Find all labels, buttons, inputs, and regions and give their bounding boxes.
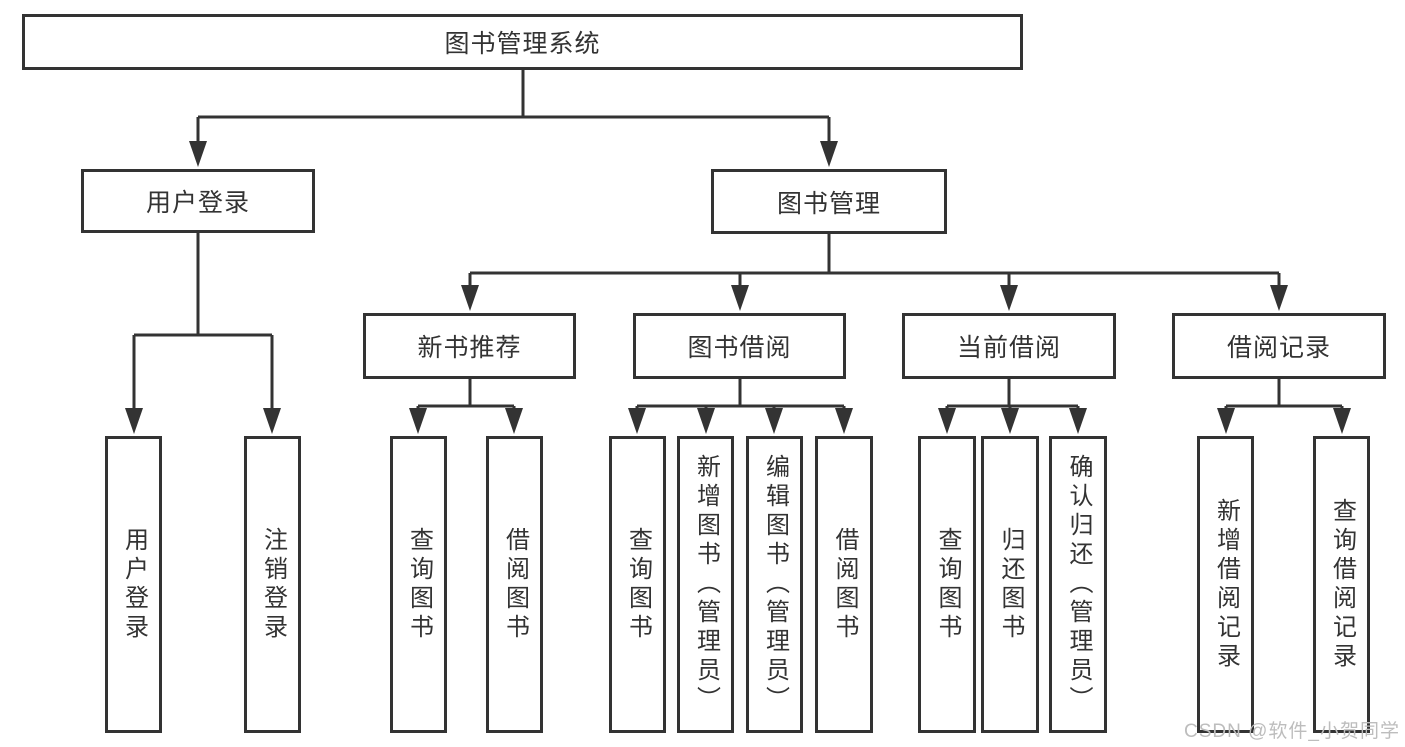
leaf-label: 查询图书 [934, 526, 961, 643]
edge-current-fork [945, 379, 1080, 410]
edge-records-fork [1224, 379, 1344, 410]
leaf-label: 注销登录 [259, 526, 287, 643]
leaf-label: 查询图书 [624, 526, 652, 643]
watermark-text: CSDN @软件_小贺同学 [1184, 721, 1400, 742]
leaf-query-books-current: 查询图书 [918, 436, 976, 733]
leaf-query-books-borrow: 查询图书 [609, 436, 666, 733]
edge-user-login-fork [132, 232, 274, 410]
leaf-label: 借阅图书 [831, 526, 858, 643]
leaf-query-borrow-record: 查询借阅记录 [1313, 436, 1370, 733]
leaf-label: 借阅图书 [501, 526, 529, 643]
node-book-management: 图书管理 [711, 169, 947, 234]
edge-root-fork [196, 70, 831, 143]
leaf-add-borrow-record: 新增借阅记录 [1197, 436, 1254, 733]
leaf-label: 编辑图书（管理员） [761, 454, 789, 715]
leaf-query-books-recommend: 查询图书 [390, 436, 447, 733]
edge-book-mgmt-fork [468, 234, 1281, 287]
node-borrow-records: 借阅记录 [1172, 313, 1386, 379]
leaf-borrow-books-recommend: 借阅图书 [486, 436, 543, 733]
leaf-label: 查询图书 [405, 526, 433, 643]
leaf-add-books-admin: 新增图书（管理员） [677, 436, 734, 733]
leaf-label: 查询借阅记录 [1328, 497, 1356, 672]
leaf-edit-books-admin: 编辑图书（管理员） [746, 436, 803, 733]
node-current-borrow: 当前借阅 [902, 313, 1116, 379]
leaf-label: 归还图书 [997, 526, 1024, 643]
leaf-return-books: 归还图书 [981, 436, 1039, 733]
leaf-label: 确认归还（管理员） [1065, 454, 1092, 715]
node-user-login: 用户登录 [81, 169, 315, 233]
leaf-label: 新增图书（管理员） [692, 454, 720, 715]
node-new-book-recommend: 新书推荐 [363, 313, 576, 379]
leaf-logout: 注销登录 [244, 436, 301, 733]
edge-recommend-fork [416, 379, 516, 410]
leaf-label: 新增借阅记录 [1212, 497, 1240, 672]
edge-borrow-fork [635, 379, 846, 410]
leaf-borrow-books: 借阅图书 [815, 436, 873, 733]
node-book-borrow: 图书借阅 [633, 313, 846, 379]
node-library-system: 图书管理系统 [22, 14, 1023, 70]
leaf-label: 用户登录 [120, 526, 148, 643]
leaf-confirm-return-admin: 确认归还（管理员） [1049, 436, 1107, 733]
leaf-user-login: 用户登录 [105, 436, 162, 733]
